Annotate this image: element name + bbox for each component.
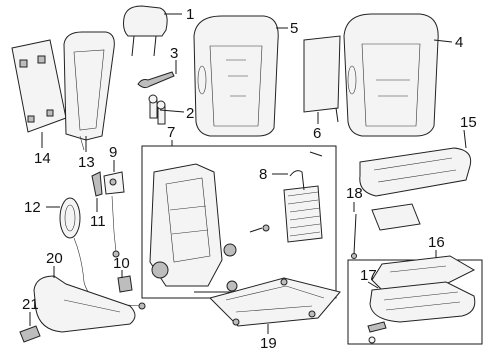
callout-14: 14 [34,150,51,167]
part-1-headrest [123,5,168,57]
part-17-cushion-base [367,281,476,344]
part-6-lumbar-panel [303,35,341,123]
callout-13: 13 [78,154,95,171]
callout-15: 15 [460,114,477,131]
callout-6: 6 [313,125,321,142]
callout-9: 9 [109,144,117,161]
part-15-seat-cushion [359,147,472,197]
callout-19: 19 [260,335,277,352]
callout-3: 3 [170,45,178,62]
callout-5: 5 [290,20,298,37]
part-2-guide-sleeves [148,94,166,125]
callout-17: 17 [360,267,377,284]
callout-1: 1 [186,6,194,23]
callout-10: 10 [113,255,130,272]
part-10-connector [117,275,133,293]
part-14-back-panel [11,39,67,133]
part-11-switch [91,171,103,197]
callout-2: 2 [186,105,194,122]
part-7-seatback-frame [149,163,270,293]
part-19-seat-adjuster [209,277,341,327]
callout-labels: 1 2 3 4 5 6 7 8 9 10 11 12 13 14 15 16 1… [22,6,477,352]
part-5-seatback-cover [193,15,279,137]
part-3-headrest-guide [137,71,175,89]
callout-21: 21 [22,296,39,313]
part-18-cushion-pad [351,203,421,259]
callout-4: 4 [455,34,463,51]
callout-8: 8 [259,166,267,183]
part-13-backrest-pad [63,31,115,151]
callout-20: 20 [46,250,63,267]
part-21-trim-piece [19,325,41,343]
callout-16: 16 [428,234,445,251]
part-4-seatback-cover [343,13,439,137]
callout-12: 12 [24,199,41,216]
part-20-side-shield [33,275,136,333]
part-9-control-module [103,171,125,258]
part-12-side-bezel [59,197,146,310]
callout-7: 7 [167,124,175,141]
part-8-lumbar-support [283,151,323,243]
callout-11: 11 [90,213,106,230]
leader-lines [29,13,467,334]
callout-18: 18 [346,185,363,202]
